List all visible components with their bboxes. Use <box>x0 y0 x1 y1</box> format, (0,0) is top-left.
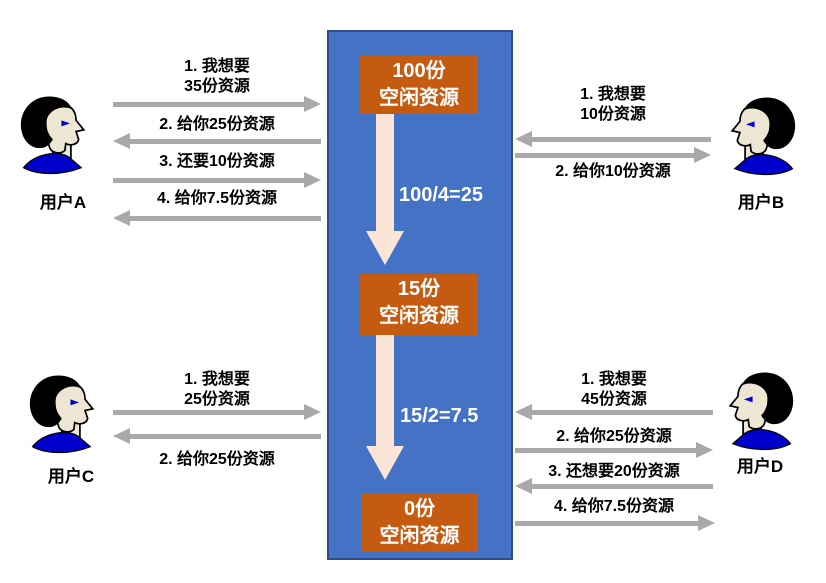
pool-flow-arrow-1-shaft <box>376 114 394 232</box>
pool-flow-arrow-2-shaft <box>376 335 394 447</box>
user-d-icon <box>712 368 800 454</box>
arrow-d3-to-pool-icon <box>515 478 713 494</box>
message-a3-label: 3. 还要10份资源 <box>159 153 275 170</box>
arrow-b2-to-user-icon <box>515 147 711 163</box>
user-a-label: 用户A <box>39 193 87 212</box>
message-d1-label: 1. 我想要 45份资源 <box>581 371 647 408</box>
stage-amount: 15份 <box>397 278 441 300</box>
pool-flow-arrow-2-head-icon <box>366 446 404 480</box>
message-b1-label: 1. 我想要 10份资源 <box>580 86 646 123</box>
message-c2-label: 2. 给你25份资源 <box>159 451 275 468</box>
division-formula-1: 100/4=25 <box>399 184 483 206</box>
message-d3-label: 3. 还想要20份资源 <box>548 463 680 480</box>
arrow-a2-to-user-icon <box>113 133 321 149</box>
division-formula-2: 15/2=7.5 <box>400 405 479 427</box>
message-c1-label: 1. 我想要 25份资源 <box>184 371 250 408</box>
stage-amount: 100份 <box>392 60 446 82</box>
arrow-a1-to-pool-icon <box>113 96 321 112</box>
arrow-c1-to-pool-icon <box>113 404 321 420</box>
arrow-d1-to-pool-icon <box>515 404 713 420</box>
pool-stage-100: 100份 空闲资源 <box>360 56 478 114</box>
message-a1-label: 1. 我想要 35份资源 <box>184 58 250 95</box>
stage-label: 空闲资源 <box>379 305 459 327</box>
message-b2-label: 2. 给你10份资源 <box>555 163 671 180</box>
arrow-c2-to-user-icon <box>113 428 321 444</box>
stage-amount: 0份 <box>403 498 436 520</box>
pool-stage-0: 0份 空闲资源 <box>361 494 478 552</box>
arrow-d2-to-user-icon <box>515 442 713 458</box>
user-a-icon <box>14 92 102 178</box>
stage-label: 空闲资源 <box>379 87 459 109</box>
arrow-b1-to-pool-icon <box>515 131 711 147</box>
pool-flow-arrow-1-head-icon <box>366 231 404 265</box>
message-a4-label: 4. 给你7.5份资源 <box>156 190 278 207</box>
user-b-label: 用户B <box>737 193 785 212</box>
arrow-a4-to-user-icon <box>113 210 321 226</box>
message-d2-label: 2. 给你25份资源 <box>556 428 672 445</box>
user-c-icon <box>23 371 111 457</box>
message-d4-label: 4. 给你7.5份资源 <box>553 498 675 515</box>
user-d-label: 用户D <box>736 457 784 476</box>
arrow-d4-to-user-icon <box>515 515 715 531</box>
stage-label: 空闲资源 <box>379 525 460 547</box>
user-c-label: 用户C <box>47 467 95 486</box>
user-b-icon <box>714 93 802 179</box>
arrow-a3-to-pool-icon <box>113 172 321 188</box>
message-a2-label: 2. 给你25份资源 <box>159 116 275 133</box>
pool-stage-15: 15份 空闲资源 <box>360 274 478 335</box>
